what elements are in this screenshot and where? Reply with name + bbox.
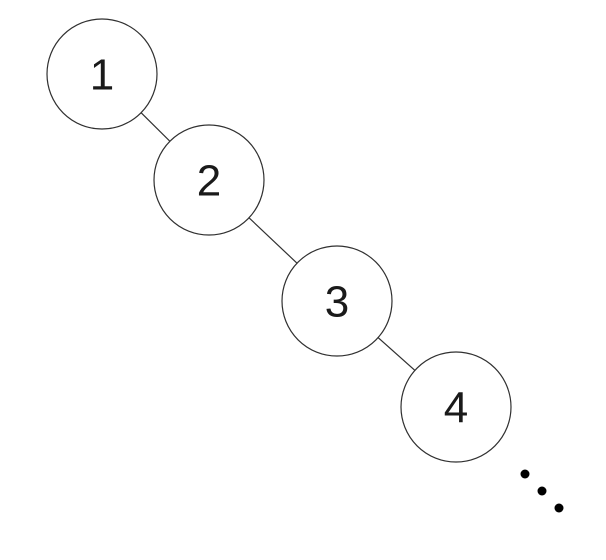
ellipsis-dot-2 xyxy=(537,486,547,496)
node-3-circle xyxy=(281,245,393,357)
node-1-circle xyxy=(46,18,158,130)
node-2-label: 2 xyxy=(197,156,221,205)
node-4-circle xyxy=(400,351,512,463)
node-3-label: 3 xyxy=(325,277,349,326)
node-2-circle xyxy=(153,124,265,236)
ellipsis-dot-1 xyxy=(520,469,530,479)
ellipsis-dot-3 xyxy=(554,503,564,513)
node-4-label: 4 xyxy=(444,383,468,432)
node-1-label: 1 xyxy=(90,50,114,99)
